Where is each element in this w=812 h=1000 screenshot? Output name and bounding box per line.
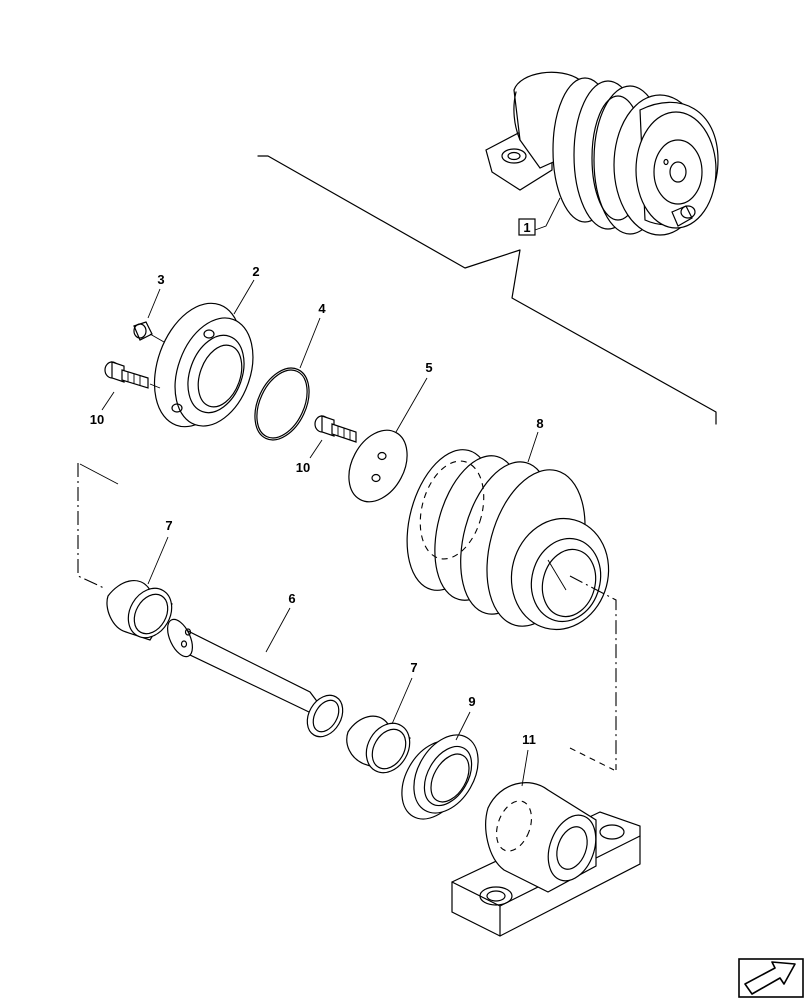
callout-4[interactable]: 4	[299, 301, 326, 369]
callout-1-label: 1	[523, 220, 530, 235]
callout-2[interactable]: 2	[233, 264, 260, 315]
callout-8[interactable]: 8	[527, 416, 544, 463]
callout-6-label: 6	[288, 591, 295, 606]
callout-7-right-label: 7	[410, 660, 417, 675]
callout-9[interactable]: 9	[455, 694, 476, 741]
part-plug	[133, 321, 165, 343]
callout-11[interactable]: 11	[521, 732, 536, 787]
callout-10-left[interactable]: 10	[90, 391, 115, 427]
callout-3-label: 3	[157, 272, 164, 287]
part-bolt-right	[314, 415, 357, 443]
callout-6[interactable]: 6	[265, 591, 296, 653]
part-roller	[406, 449, 610, 631]
callout-5[interactable]: 5	[395, 360, 433, 433]
callout-7-left[interactable]: 7	[147, 518, 173, 585]
callout-4-label: 4	[318, 301, 326, 316]
part-seal	[401, 734, 479, 820]
callout-11-label: 11	[522, 732, 536, 747]
assembly-break-line	[257, 155, 717, 425]
callout-1[interactable]: 1	[518, 197, 561, 236]
part-bushing-right	[346, 715, 411, 774]
part-flange	[153, 302, 254, 428]
part-cover-plate	[348, 429, 408, 503]
part-o-ring	[254, 367, 310, 441]
callout-3[interactable]: 3	[147, 272, 165, 319]
assembly-reference-lines	[77, 463, 617, 771]
callout-7-left-label: 7	[165, 518, 172, 533]
callout-8-label: 8	[536, 416, 543, 431]
part-shaft	[167, 618, 344, 738]
part-bracket	[451, 782, 641, 937]
part-bushing-left	[106, 580, 173, 641]
callout-7-right[interactable]: 7	[391, 660, 418, 725]
callout-5-label: 5	[425, 360, 432, 375]
callout-2-label: 2	[252, 264, 259, 279]
callout-9-label: 9	[468, 694, 475, 709]
part-bolt-left	[104, 361, 161, 389]
callout-10-right-label: 10	[296, 460, 310, 475]
next-page-arrow-icon[interactable]	[738, 958, 804, 998]
assembled-roller-illustration	[485, 71, 719, 236]
callout-10-left-label: 10	[90, 412, 104, 427]
callout-10-right[interactable]: 10	[296, 439, 323, 475]
